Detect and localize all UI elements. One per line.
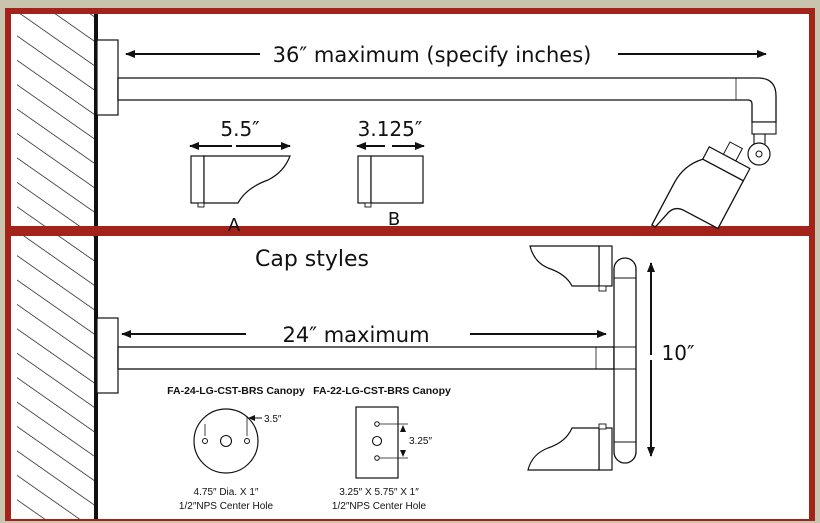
top-dimension-label: 36″ maximum (specify inches) bbox=[273, 43, 592, 67]
top-arm bbox=[117, 77, 777, 166]
bottom-arm bbox=[117, 346, 615, 370]
cap-b: 3.125″ B bbox=[356, 117, 425, 230]
cap-b-letter: B bbox=[388, 209, 400, 230]
bottom-dimension: 24″ maximum bbox=[121, 323, 607, 347]
canopy-round-size-label: 4.75″ Dia. X 1″ bbox=[194, 487, 259, 498]
bottom-wall bbox=[17, 236, 119, 519]
canopy-round-spacing-label: 3.5″ bbox=[264, 414, 282, 425]
canopy-round-hole-label: 1/2″NPS Center Hole bbox=[179, 501, 274, 512]
canopy-rect-size-label: 3.25″ X 5.75″ X 1″ bbox=[339, 487, 419, 498]
bottom-dimension-label: 24″ maximum bbox=[282, 323, 429, 347]
canopy-rect-spacing-label: 3.25″ bbox=[409, 436, 432, 447]
cap-a: 5.5″ A bbox=[189, 117, 291, 236]
top-dimension: 36″ maximum (specify inches) bbox=[125, 43, 767, 67]
canopy-rect-title: FA-22-LG-CST-BRS Canopy bbox=[313, 385, 451, 397]
canopy-rect: FA-22-LG-CST-BRS Canopy 3.25″ 3.25″ X 5.… bbox=[313, 385, 451, 512]
top-wall bbox=[17, 14, 119, 226]
t-bar bbox=[613, 257, 637, 464]
canopy-round: FA-24-LG-CST-BRS Canopy 3.5″ 4.75″ Dia. … bbox=[167, 385, 305, 512]
bottom-fixture-upper bbox=[529, 245, 613, 292]
height-dimension-label: 10″ bbox=[662, 341, 695, 365]
canopy-round-title: FA-24-LG-CST-BRS Canopy bbox=[167, 385, 305, 397]
cap-styles-title: Cap styles bbox=[255, 247, 369, 272]
canopy-rect-hole-label: 1/2″NPS Center Hole bbox=[332, 501, 427, 512]
cap-a-width-label: 5.5″ bbox=[220, 117, 259, 141]
height-dimension: 10″ bbox=[647, 262, 695, 457]
bottom-fixture-lower bbox=[527, 423, 613, 471]
cap-a-letter: A bbox=[228, 215, 241, 236]
top-fixture bbox=[650, 141, 751, 230]
cap-b-width-label: 3.125″ bbox=[358, 117, 423, 141]
panel-lower bbox=[11, 236, 809, 519]
